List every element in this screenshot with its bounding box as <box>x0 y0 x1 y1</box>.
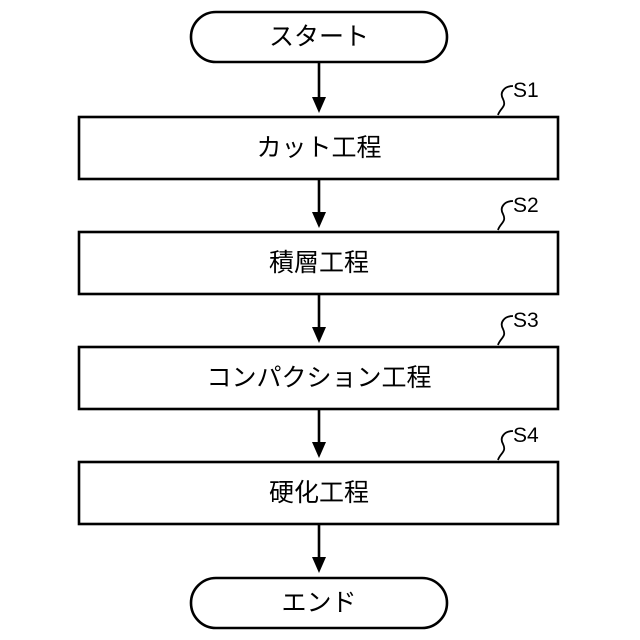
step-s3: コンパクション工程 <box>79 347 558 409</box>
step-s3-text: コンパクション工程 <box>206 363 431 392</box>
step-s2-callout: S2 <box>498 194 539 230</box>
arrow-s3-to-s4 <box>312 409 326 458</box>
arrow-s4-to-end <box>312 524 326 573</box>
step-s2-text: 積層工程 <box>269 248 369 277</box>
step-s4: 硬化工程 <box>79 462 558 524</box>
arrow-s1-to-s2 <box>312 179 326 228</box>
end-terminal-label: エンド <box>281 588 356 617</box>
step-s3-callout: S3 <box>498 309 539 345</box>
step-s2-label: S2 <box>513 194 539 217</box>
end-terminal: エンド <box>191 578 447 628</box>
arrow-s2-to-s3 <box>312 294 326 343</box>
step-s4-callout: S4 <box>498 424 539 460</box>
start-terminal-label: スタート <box>269 22 369 51</box>
step-s4-label: S4 <box>513 424 539 447</box>
step-s1-callout: S1 <box>498 79 539 115</box>
step-s1-text: カット工程 <box>256 133 381 162</box>
step-s1-label: S1 <box>513 79 539 102</box>
start-terminal: スタート <box>191 12 447 62</box>
arrow-start-to-s1 <box>312 62 326 113</box>
step-s2: 積層工程 <box>79 232 558 294</box>
step-s4-text: 硬化工程 <box>269 478 369 507</box>
step-s3-label: S3 <box>513 309 539 332</box>
step-s1: カット工程 <box>79 117 558 179</box>
